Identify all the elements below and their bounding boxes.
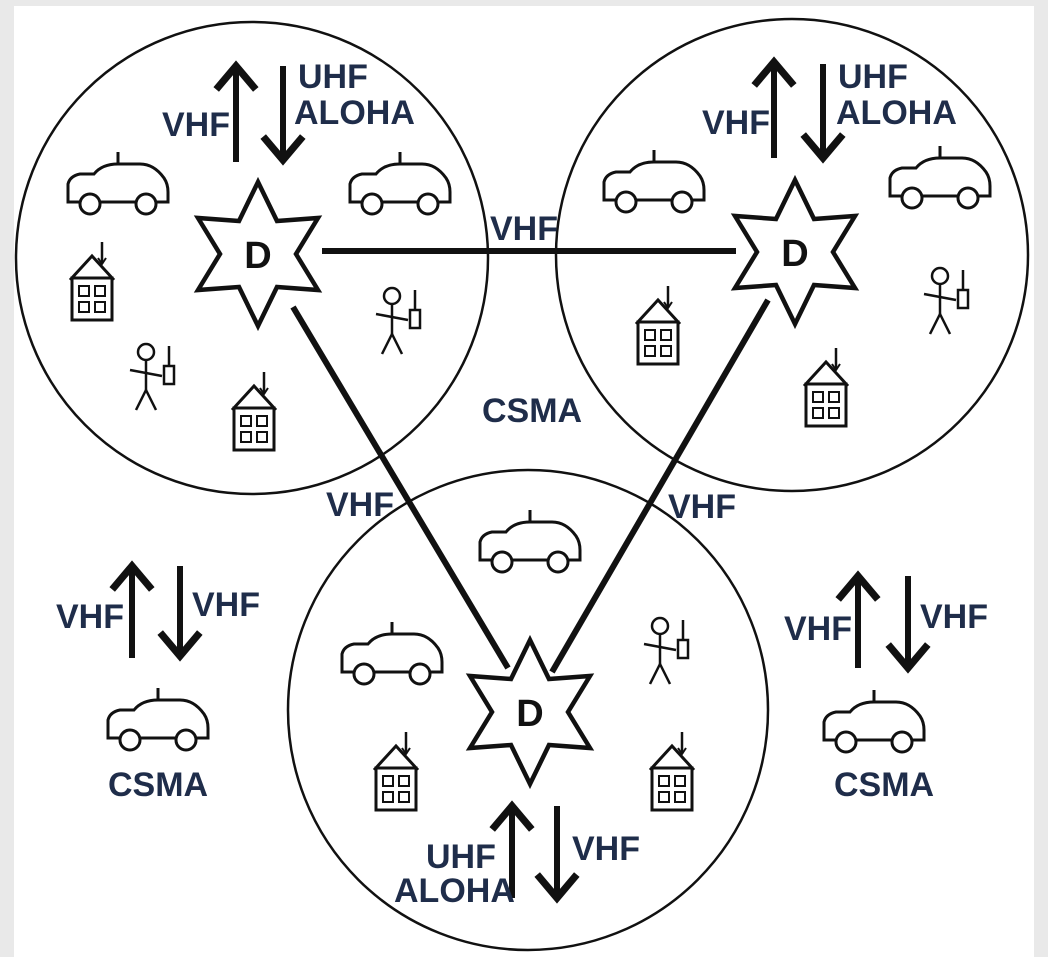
- car-icon: [340, 620, 444, 686]
- d-node-top-right: D: [735, 180, 855, 324]
- label-csma-left: CSMA: [108, 766, 208, 804]
- person-radio-icon: [128, 342, 176, 412]
- label-vhf: VHF: [162, 106, 230, 144]
- car-icon: [602, 148, 706, 214]
- label-vhf: VHF: [920, 598, 988, 636]
- d-node-label: D: [516, 693, 543, 735]
- car-icon: [888, 144, 992, 210]
- person-radio-icon: [642, 616, 690, 686]
- label-aloha: ALOHA: [394, 872, 515, 910]
- link-label-vhf: VHF: [490, 210, 558, 248]
- house-antenna-icon: [372, 730, 420, 812]
- cluster-circle-top-left: [14, 20, 490, 496]
- house-antenna-icon: [634, 284, 682, 366]
- link-label-vhf: VHF: [326, 486, 394, 524]
- label-vhf: VHF: [784, 610, 852, 648]
- label-csma-center: CSMA: [482, 392, 582, 430]
- d-node-label: D: [781, 233, 808, 275]
- label-uhf: UHF: [426, 838, 496, 876]
- label-uhf: UHF: [298, 58, 368, 96]
- house-antenna-icon: [648, 730, 696, 812]
- d-node-top-left: D: [198, 182, 318, 326]
- car-icon: [66, 150, 170, 216]
- car-icon: [822, 688, 926, 754]
- person-radio-icon: [374, 286, 422, 356]
- label-vhf: VHF: [702, 104, 770, 142]
- label-uhf: UHF: [838, 58, 908, 96]
- link-top-left-to-bottom: [290, 305, 511, 670]
- link-label-vhf: VHF: [668, 488, 736, 526]
- label-aloha: ALOHA: [294, 94, 415, 132]
- house-antenna-icon: [802, 346, 850, 428]
- car-icon: [106, 686, 210, 752]
- cluster-circle-bottom: [286, 468, 770, 952]
- car-icon: [478, 508, 582, 574]
- label-vhf: VHF: [572, 830, 640, 868]
- cluster-circle-top-right: [554, 17, 1030, 493]
- person-radio-icon: [922, 266, 970, 336]
- label-vhf: VHF: [192, 586, 260, 624]
- link-top-right-to-bottom: [549, 298, 771, 674]
- car-icon: [348, 150, 452, 216]
- house-antenna-icon: [68, 240, 116, 322]
- house-antenna-icon: [230, 370, 278, 452]
- label-aloha: ALOHA: [836, 94, 957, 132]
- d-node-bottom: D: [470, 640, 590, 784]
- diagram-frame: [14, 6, 1034, 957]
- d-node-label: D: [244, 235, 271, 277]
- label-vhf: VHF: [56, 598, 124, 636]
- label-csma-right: CSMA: [834, 766, 934, 804]
